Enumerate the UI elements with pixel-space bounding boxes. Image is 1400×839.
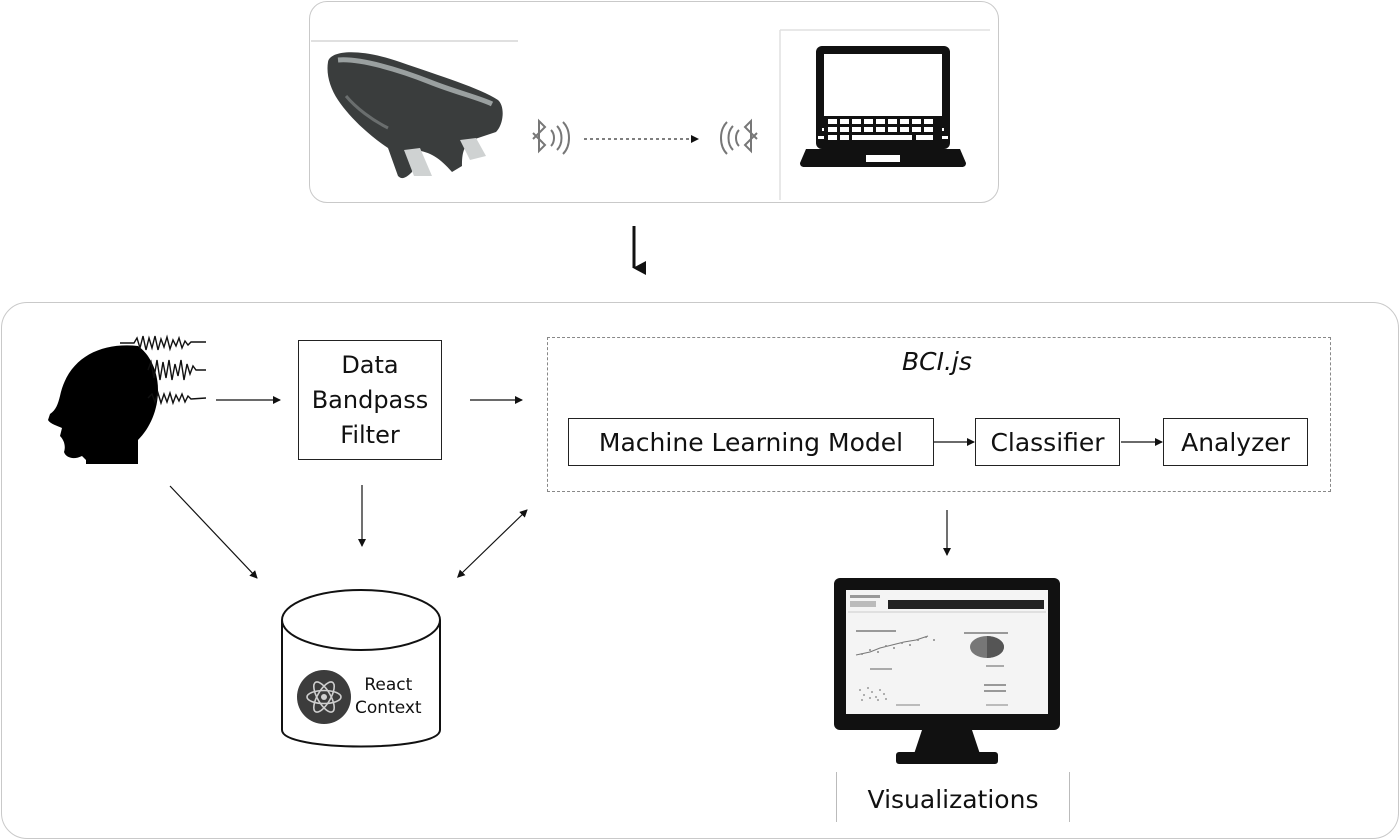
monitor-icon (834, 578, 1060, 764)
bcijs-container (547, 337, 1331, 492)
laptop-icon (800, 46, 966, 167)
ml-model-box: Machine Learning Model (568, 418, 934, 466)
bluetooth-icon (720, 118, 758, 155)
bandpass-filter-box: Data Bandpass Filter (298, 340, 442, 460)
analyzer-box: Analyzer (1163, 418, 1308, 466)
app-panel (1, 302, 1399, 839)
database-icon (281, 589, 441, 748)
react-logo-icon (297, 670, 351, 724)
eeg-signal-icon (120, 334, 207, 406)
head-silhouette-icon (48, 345, 158, 464)
eeg-headset-icon (327, 52, 503, 179)
bluetooth-icon (532, 118, 570, 155)
react-context-label: React Context (355, 675, 422, 718)
classifier-box: Classifier (975, 418, 1120, 466)
visualizations-label: Visualizations (836, 772, 1070, 822)
bcijs-title: BCI.js (902, 347, 972, 376)
